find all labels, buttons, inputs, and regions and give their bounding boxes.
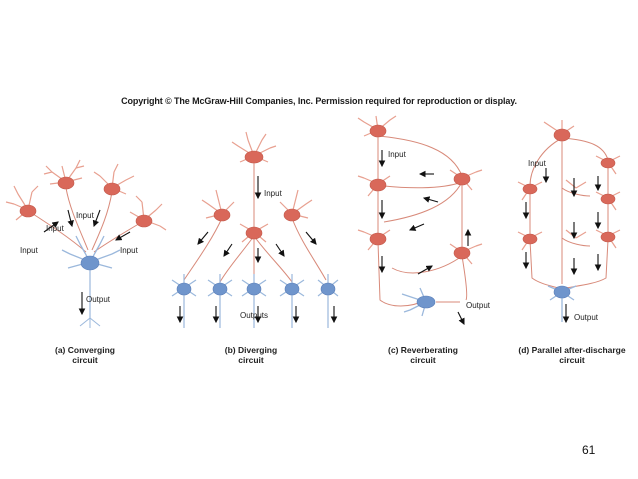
parallel-arrows — [522, 168, 602, 324]
converging-axons — [29, 187, 143, 253]
diverging-middle-neuron-center — [239, 223, 269, 243]
reverberating-input-label: Input — [388, 150, 407, 159]
reverberating-red-somas — [369, 124, 471, 260]
diverging-middle-neuron-right — [279, 189, 313, 222]
page-number: 61 — [582, 443, 596, 457]
caption-reverberating: (c) Reverberating circuit — [358, 345, 488, 365]
converging-input-label-1: Input — [76, 211, 95, 220]
panel-parallel: Input Output — [517, 120, 621, 324]
diverging-axons — [183, 162, 327, 283]
converging-input-neuron-1 — [43, 159, 85, 190]
caption-parallel-line1: (d) Parallel after-discharge — [518, 345, 626, 355]
converging-input-neuron-2 — [93, 163, 135, 196]
converging-output-neuron — [61, 235, 121, 328]
reverberating-arrows — [378, 150, 472, 325]
caption-parallel: (d) Parallel after-discharge circuit — [506, 345, 638, 365]
parallel-red-somas — [522, 128, 616, 245]
caption-diverging: (b) Diverging circuit — [186, 345, 316, 365]
converging-input-label-3: Input — [20, 246, 39, 255]
parallel-axons — [529, 137, 609, 289]
parallel-input-label: Input — [528, 159, 547, 168]
converging-input-neuron-3 — [5, 185, 39, 221]
converging-input-label-2: Input — [46, 224, 65, 233]
diverging-input-neuron — [231, 131, 277, 164]
panel-reverberating: Input Output — [357, 115, 491, 325]
converging-input-neuron-4 — [129, 195, 167, 231]
converging-input-label-4: Input — [120, 246, 139, 255]
diverging-output-somas — [176, 282, 336, 296]
diverging-input-label: Input — [264, 189, 283, 198]
converging-arrows — [43, 209, 131, 316]
caption-converging-line1: (a) Converging — [55, 345, 115, 355]
diverging-arrows — [176, 176, 338, 324]
caption-parallel-line2: circuit — [559, 355, 585, 365]
panel-diverging: Input Outputs — [171, 131, 339, 328]
diverging-outputs-label: Outputs — [240, 311, 268, 320]
caption-converging: (a) Converging circuit — [20, 345, 150, 365]
caption-converging-line2: circuit — [72, 355, 98, 365]
copyright-notice: Copyright © The McGraw-Hill Companies, I… — [121, 96, 517, 106]
reverberating-axons — [377, 135, 468, 307]
caption-reverberating-line1: (c) Reverberating — [388, 345, 458, 355]
reverberating-output-label: Output — [466, 301, 491, 310]
caption-reverberating-line2: circuit — [410, 355, 436, 365]
caption-diverging-line1: (b) Diverging — [224, 345, 278, 355]
parallel-output-label: Output — [574, 313, 599, 322]
panel-converging: Input Input Input Input Output — [5, 159, 167, 328]
reverberating-output-neuron — [401, 287, 436, 317]
converging-output-label: Output — [86, 295, 111, 304]
parallel-output-neuron — [547, 285, 577, 322]
caption-diverging-line2: circuit — [238, 355, 264, 365]
diverging-middle-neuron-left — [201, 189, 235, 222]
